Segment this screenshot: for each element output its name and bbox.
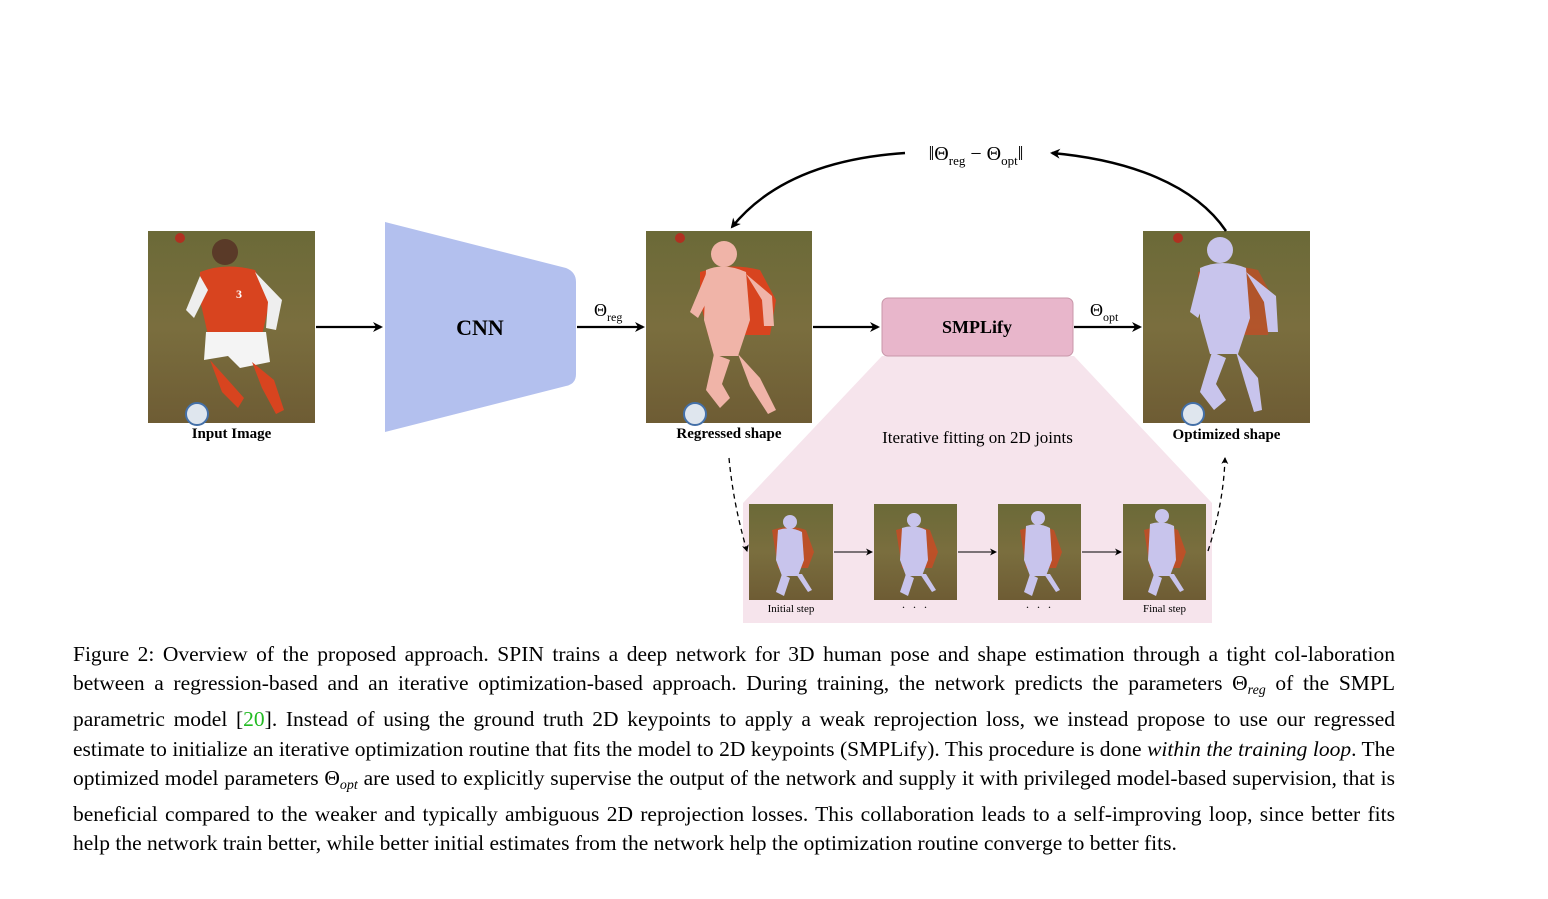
caption-sub-opt: opt (339, 777, 358, 793)
loop-arrow-left (730, 151, 906, 229)
caption-theta-reg: Θ (1232, 671, 1248, 696)
caption-theta-opt: Θ (324, 765, 340, 790)
theta-opt-label: Θopt (1090, 300, 1119, 324)
caption-text-5: are used to explicitly supervise the out… (73, 765, 1395, 856)
loss-label: ‖Θreg − Θopt‖ (929, 143, 1024, 168)
loop-arrow-right (1050, 148, 1228, 232)
citation-link[interactable]: 20 (243, 707, 265, 732)
input-image: 3 (148, 231, 315, 426)
regressed-shape-image (646, 231, 812, 426)
smplify-label: SMPLify (942, 317, 1012, 337)
smplify-block (881, 297, 1074, 357)
optimized-shape-image (1143, 231, 1310, 426)
caption-text-1: Figure 2: Overview of the proposed appro… (73, 642, 1395, 696)
figure-caption: Figure 2: Overview of the proposed appro… (73, 640, 1395, 858)
svg-text:3: 3 (236, 287, 242, 301)
theta-reg-label: Θreg (594, 300, 622, 324)
input-image-label: Input Image (191, 426, 272, 442)
optimized-shape-label: Optimized shape (1172, 427, 1281, 443)
iterative-fitting-label: Iterative fitting on 2D joints (882, 428, 1073, 447)
step-label-initial: Initial step (767, 603, 815, 615)
cnn-label: CNN (456, 315, 504, 340)
caption-sub-reg: reg (1247, 683, 1266, 699)
regressed-shape-label: Regressed shape (676, 426, 782, 442)
step-label-3: · · · (1025, 600, 1054, 614)
dashed-arrow-up (1207, 457, 1229, 552)
caption-text-3: ]. Instead of using the ground truth 2D … (73, 707, 1395, 761)
caption-text-4: . The optimized model parameters (73, 736, 1395, 790)
cnn-block (385, 222, 576, 432)
step-3 (998, 504, 1081, 600)
fitting-region (743, 356, 1212, 623)
step-initial (749, 504, 833, 600)
step-2 (874, 504, 957, 600)
step-label-final: Final step (1142, 603, 1187, 615)
step-thumbnails (749, 504, 1206, 600)
caption-text-2: of the SMPL parametric model [ (73, 671, 1396, 732)
dashed-arrow-down (728, 457, 749, 552)
caption-emphasis: within the training loop (1147, 736, 1352, 761)
step-final (1123, 504, 1206, 600)
step-label-2: · · · (901, 600, 930, 614)
